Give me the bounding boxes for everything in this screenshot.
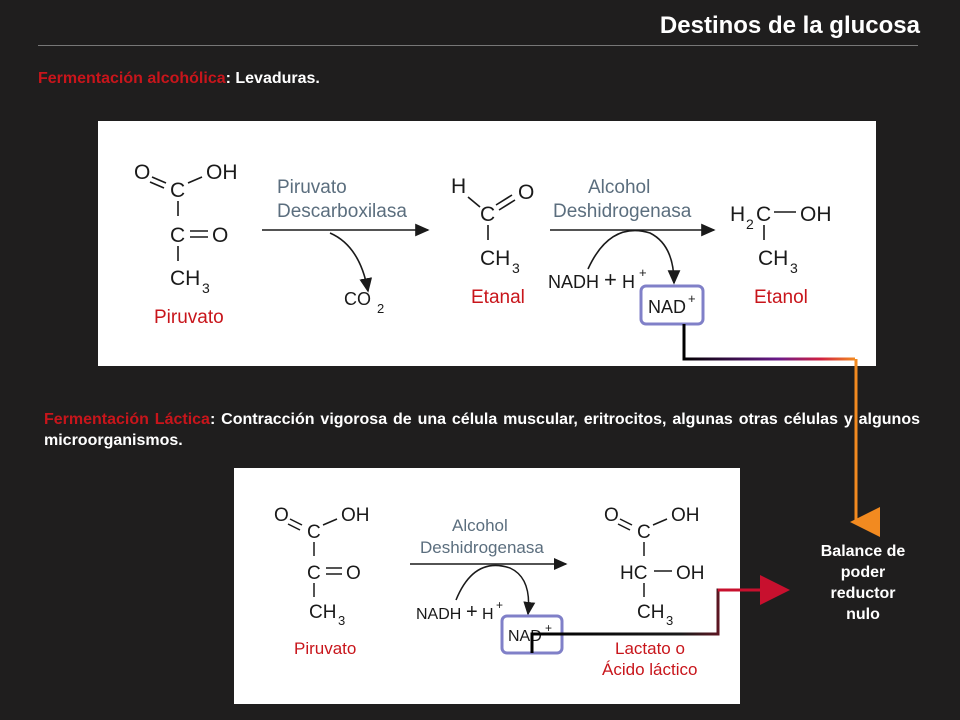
svg-text:C: C [307,522,321,543]
nadh-oxidation-arrow [587,229,681,285]
lactate-label-line2: Ácido láctico [602,660,697,679]
pyruvate-structure-2: O C OH C O CH 3 [274,505,370,628]
svg-text:3: 3 [512,260,520,276]
title-divider [38,45,918,46]
svg-text:CH: CH [480,247,510,270]
section-alcoholic-heading: Fermentación alcohólica: Levaduras. [38,70,320,88]
section-lactic-paragraph: Fermentación Láctica: Contracción vigoro… [44,409,920,451]
lactic-fermentation-panel: O C OH C O CH 3 Piruvato Alcohol Deshidr… [234,468,740,704]
nadh-oxidation-arrow-2 [455,564,536,616]
balance-note: Balance de poder reductor nulo [790,541,936,625]
svg-text:H: H [730,203,745,226]
svg-text:3: 3 [666,613,673,628]
svg-text:+: + [688,291,696,306]
svg-text:NADH: NADH [416,606,461,623]
ethanol-structure: H 2 C OH CH 3 [730,203,832,276]
svg-text:+: + [639,265,647,280]
svg-text:C: C [170,224,185,247]
pyruvate-label-2: Piruvato [294,639,356,658]
svg-text:3: 3 [790,260,798,276]
alcoholic-term: Fermentación alcohólica [38,70,226,87]
svg-text:O: O [212,224,228,247]
svg-text:H: H [482,606,494,623]
co2-release-arrow [329,232,373,293]
balance-line3: reductor [830,585,896,602]
pyruvate-label: Piruvato [154,307,224,328]
alcoholic-fermentation-panel: O C OH C O CH 3 Piruvato Piruvato Descar… [98,121,876,366]
svg-text:+: + [496,598,503,612]
svg-text:C: C [307,563,321,584]
enzyme-alcohol-dehydrogenase-line1: Alcohol [588,177,650,198]
svg-text:OH: OH [800,203,832,226]
enzyme-pyruvate-decarboxylase-line2: Descarboxilasa [277,201,407,222]
balance-line2: poder [840,564,886,581]
svg-text:NAD: NAD [508,628,542,645]
svg-text:C: C [480,203,495,226]
svg-text:NADH: NADH [548,272,599,292]
balance-line1: Balance de [820,543,906,560]
svg-text:+: + [604,267,617,292]
svg-text:OH: OH [341,505,370,526]
svg-text:+: + [466,601,478,623]
svg-text:OH: OH [206,161,238,184]
balance-line4: nulo [846,606,880,623]
nad-label-2: NAD + [508,621,552,645]
ethanol-label: Etanol [754,287,808,308]
svg-text:CH: CH [637,602,664,623]
svg-text:O: O [274,505,289,526]
svg-text:HC: HC [620,563,647,584]
svg-text:3: 3 [202,280,210,296]
svg-text:C: C [637,522,651,543]
enzyme-line2: Deshidrogenasa [420,538,544,557]
alcoholic-reaction-diagram: O C OH C O CH 3 Piruvato Piruvato Descar… [134,161,832,328]
svg-text:+: + [545,621,552,635]
svg-text:2: 2 [746,216,754,232]
svg-text:OH: OH [671,505,700,526]
svg-text:O: O [346,563,361,584]
nadh-label-2: NADH + H + [416,598,503,623]
svg-text:2: 2 [377,301,384,316]
pyruvate-structure: O C OH C O CH 3 [134,161,238,296]
svg-text:NAD: NAD [648,297,686,317]
svg-text:O: O [604,505,619,526]
alcoholic-description: : Levaduras. [225,70,320,87]
svg-text:H: H [622,272,635,292]
svg-text:CO: CO [344,289,371,309]
lactic-term: Fermentación Láctica [44,411,210,428]
svg-text:CH: CH [309,602,336,623]
svg-text:3: 3 [338,613,345,628]
ethanal-structure: H C O CH 3 [451,175,534,276]
svg-text:CH: CH [170,267,200,290]
page-title: Destinos de la glucosa [659,12,920,39]
nadh-label: NADH + H + [548,265,647,292]
enzyme-alcohol-dehydrogenase-line2: Deshidrogenasa [553,201,692,222]
svg-text:C: C [170,179,185,202]
lactate-label-line1: Lactato o [615,639,685,658]
ethanal-label: Etanal [471,287,525,308]
nad-box [639,284,705,326]
lactic-reaction-diagram: O C OH C O CH 3 Piruvato Alcohol Deshidr… [274,505,705,679]
enzyme-pyruvate-decarboxylase-line1: Piruvato [277,177,347,198]
svg-text:C: C [756,203,771,226]
svg-text:OH: OH [676,563,705,584]
lactate-structure: O C OH HC OH CH 3 [604,505,705,628]
svg-text:O: O [134,161,150,184]
co2-label: CO 2 [344,289,384,316]
svg-text:CH: CH [758,247,788,270]
enzyme-line1: Alcohol [452,516,508,535]
nad-label: NAD + [648,291,696,317]
svg-text:H: H [451,175,466,198]
lactic-description: : Contracción vigorosa de una célula mus… [44,411,920,449]
svg-text:O: O [518,181,534,204]
